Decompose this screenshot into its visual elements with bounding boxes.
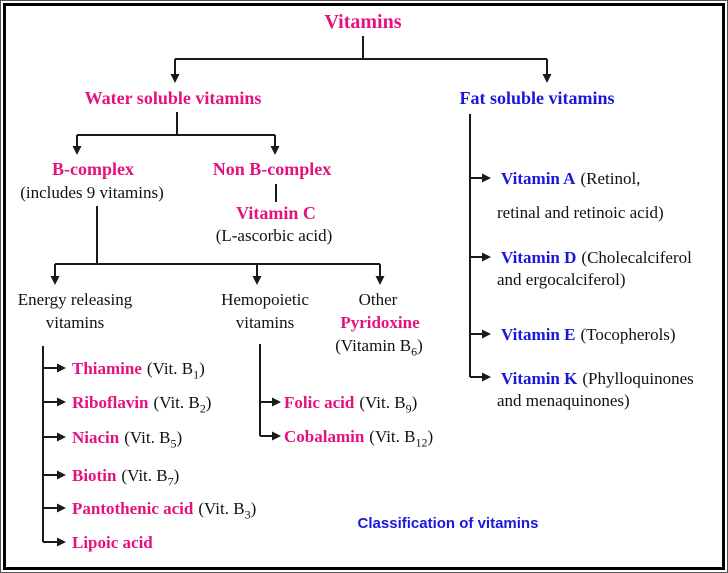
vitamin-a-desc-line2: retinal and retinoic acid) bbox=[497, 203, 664, 222]
node-fat-soluble-vitamins: Fat soluble vitamins bbox=[459, 88, 615, 108]
node-hemopoietic-line1: Hemopoietic bbox=[221, 290, 309, 309]
diagram-title: Vitamins bbox=[324, 11, 402, 33]
list-item-cobalamin: Cobalamin(Vit. B12) bbox=[284, 427, 434, 450]
list-item-vitamin-a: Vitamin A(Retinol, bbox=[501, 169, 641, 188]
node-energy-releasing-line2: vitamins bbox=[45, 313, 105, 332]
list-item-riboflavin: Riboflavin(Vit. B2) bbox=[72, 393, 212, 416]
node-energy-releasing-line1: Energy releasing bbox=[17, 290, 133, 309]
list-item-pantothenic-acid: Pantothenic acid(Vit. B3) bbox=[72, 499, 257, 522]
node-other: Other bbox=[358, 290, 398, 309]
list-item-biotin: Biotin(Vit. B7) bbox=[72, 466, 180, 489]
diagram-caption: Classification of vitamins bbox=[357, 515, 539, 532]
list-item-vitamin-e: Vitamin E(Tocopherols) bbox=[501, 325, 676, 344]
list-item-folic-acid: Folic acid(Vit. B9) bbox=[284, 393, 418, 416]
node-non-b-complex: Non B-complex bbox=[212, 159, 332, 179]
list-item-vitamin-d: Vitamin D(Cholecalciferol bbox=[501, 248, 692, 267]
node-hemopoietic-line2: vitamins bbox=[235, 313, 295, 332]
list-item-niacin: Niacin(Vit. B5) bbox=[72, 428, 183, 451]
list-item-vitamin-k: Vitamin K(Phylloquinones bbox=[501, 369, 694, 388]
vitamin-d-desc-line2: and ergocalciferol) bbox=[497, 270, 626, 289]
node-pyridoxine: Pyridoxine bbox=[340, 313, 420, 332]
node-vitamin-c: Vitamin C bbox=[236, 203, 316, 223]
b-complex-note: (includes 9 vitamins) bbox=[20, 183, 164, 202]
node-water-soluble-vitamins: Water soluble vitamins bbox=[84, 88, 262, 108]
list-item-thiamine: Thiamine(Vit. B1) bbox=[72, 359, 205, 382]
list-item-lipoic-acid: Lipoic acid bbox=[72, 533, 153, 552]
pyridoxine-note: (Vitamin B6) bbox=[335, 336, 423, 359]
vitamin-c-note: (L-ascorbic acid) bbox=[215, 226, 333, 245]
node-b-complex: B-complex bbox=[52, 159, 134, 179]
vitamin-k-desc-line2: and menaquinones) bbox=[497, 391, 630, 410]
